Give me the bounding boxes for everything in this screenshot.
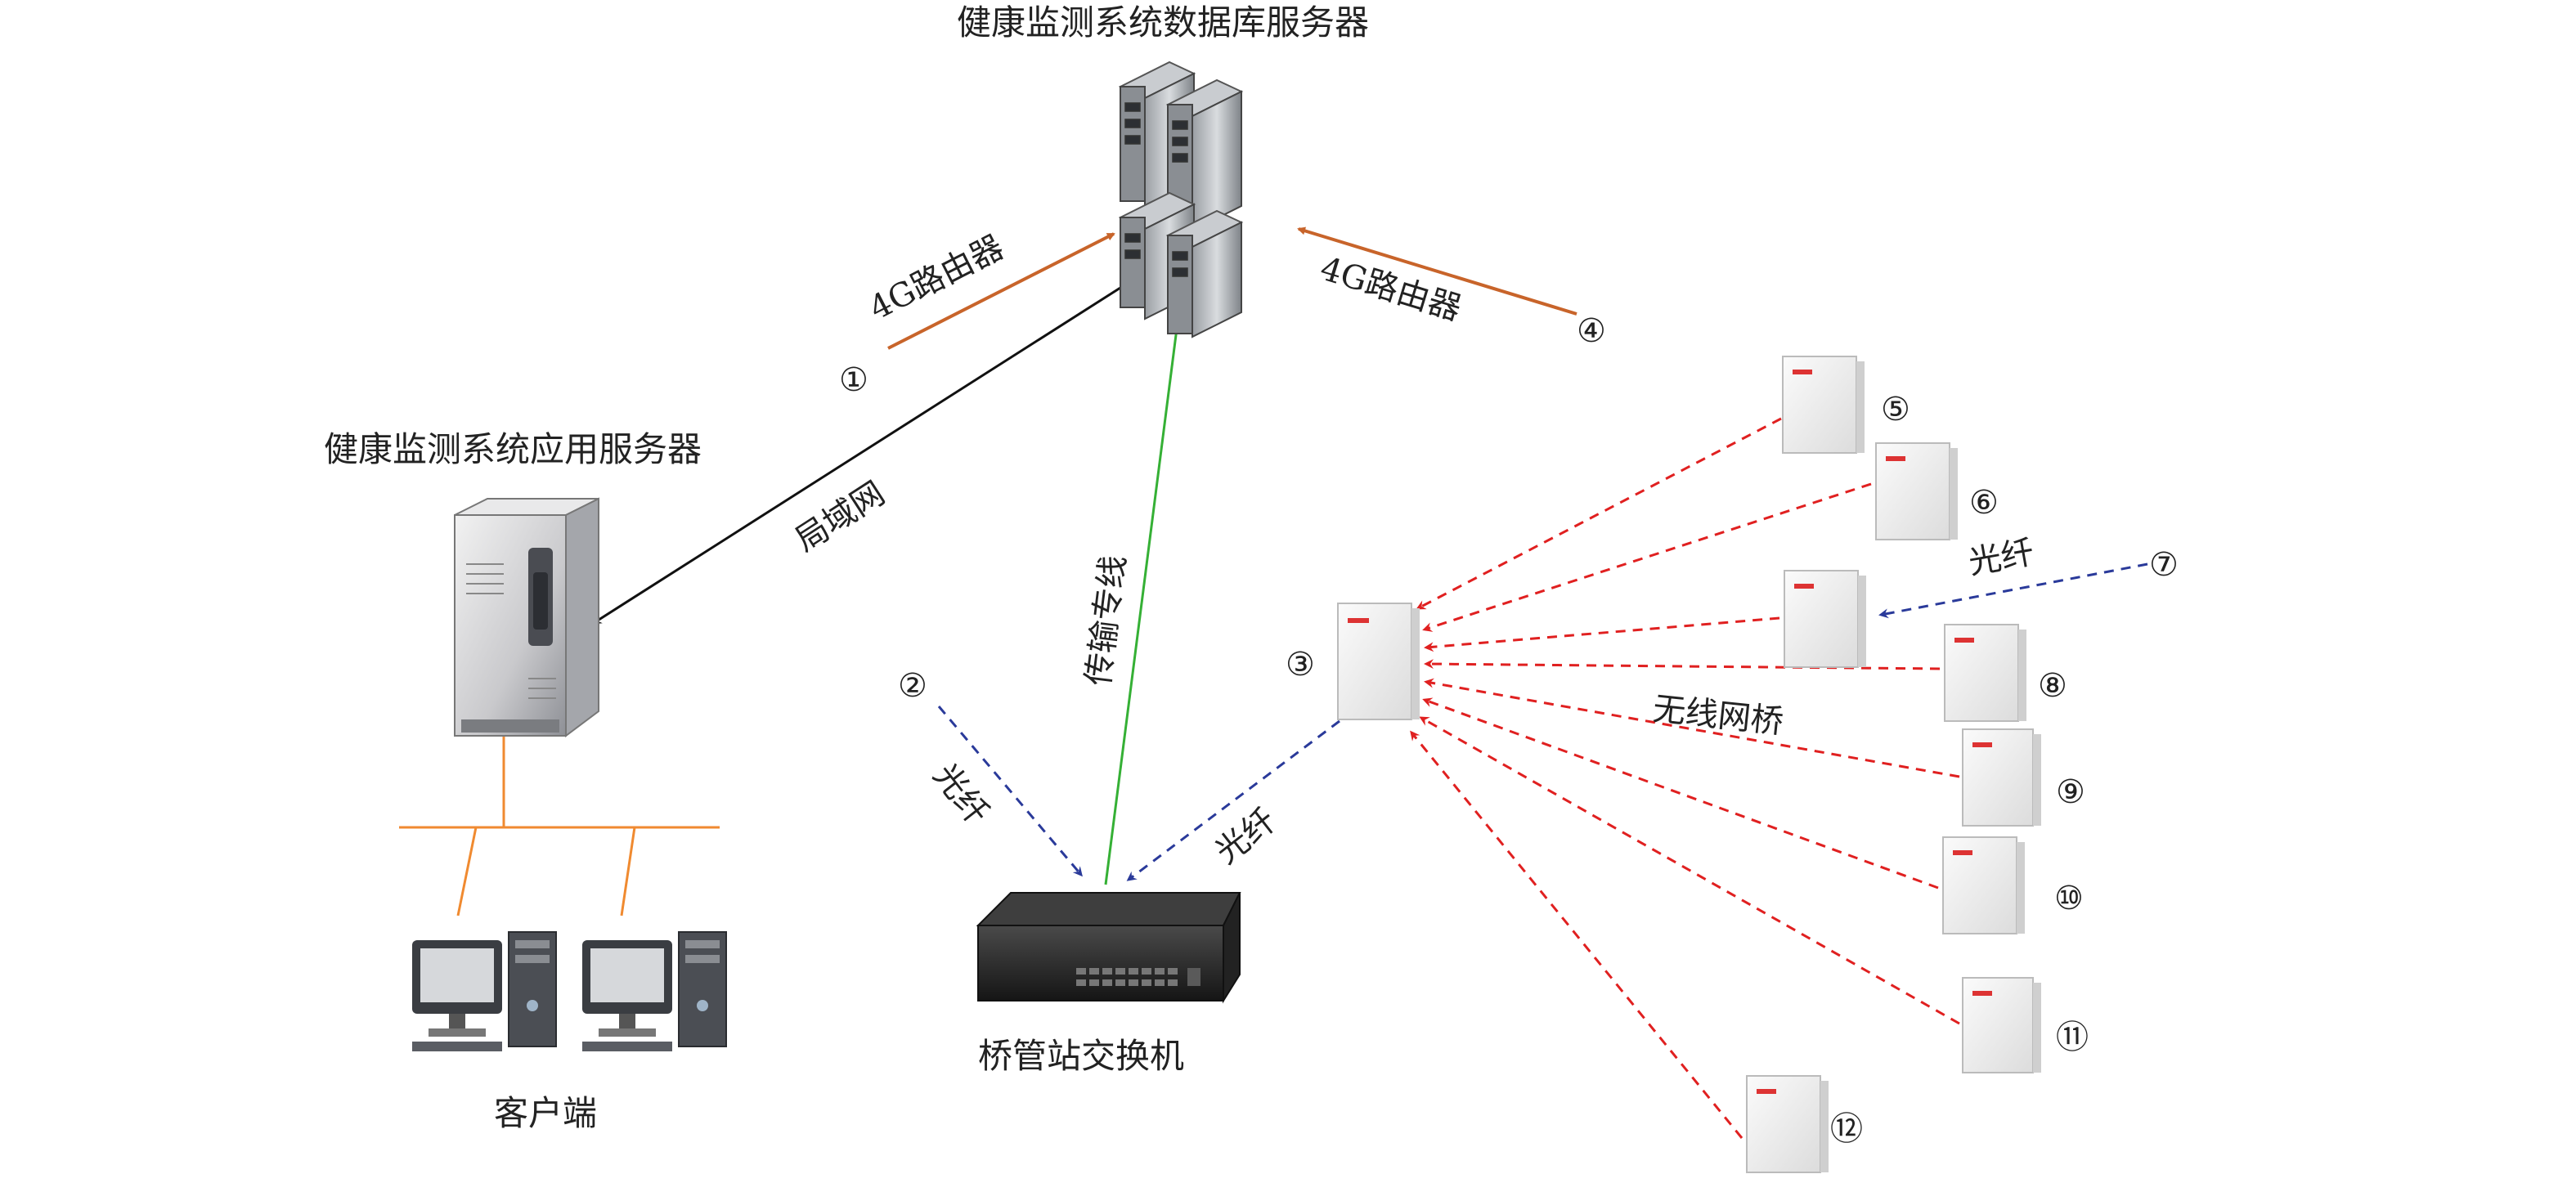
- fiber-label-2: 光纤: [926, 757, 996, 831]
- fiber-arrow-3: [1126, 719, 1340, 881]
- fiber-label-3: 光纤: [1209, 801, 1283, 872]
- wireless-link-11: [1419, 716, 1960, 1025]
- node-number-6: ⑥: [1969, 484, 1999, 522]
- client-pc-1: [412, 931, 557, 1051]
- bridge-box-6: [1875, 442, 1958, 540]
- wireless-link-mid: [1424, 616, 1780, 652]
- node-number-5: ⑤: [1881, 391, 1910, 428]
- db-server-label: 健康监测系统数据库服务器: [957, 2, 1369, 43]
- router-arrow-1: [887, 232, 1115, 350]
- wireless-link-9: [1424, 678, 1960, 778]
- wireless-link-6: [1422, 482, 1872, 632]
- db-server-icon: [1118, 60, 1244, 338]
- bridge-box-10: [1942, 836, 2025, 934]
- fiber-arrow-2: [937, 706, 1083, 877]
- lan-label: 局域网: [788, 474, 891, 559]
- wireless-link-10: [1422, 697, 1939, 889]
- app-server-label: 健康监测系统应用服务器: [324, 429, 702, 469]
- lan-arrow: [591, 275, 1139, 625]
- node-number-11: ⑪: [2056, 1019, 2089, 1056]
- node-number-10: ⑩: [2054, 880, 2084, 917]
- wireless-bridge-links: [1410, 417, 1960, 1139]
- router-arrow-4: [1297, 226, 1577, 316]
- connections: [399, 226, 2148, 1139]
- client-label: 客户端: [494, 1093, 597, 1133]
- node-number-2: ②: [898, 667, 927, 705]
- bridge-box-9: [1962, 728, 2041, 827]
- wireless-link-5: [1416, 417, 1782, 610]
- bridge-box-mid: [1784, 570, 1866, 668]
- bridge-box-12: [1746, 1075, 1829, 1173]
- node-numbers: ① ② ③ ④ ⑤ ⑥ ⑦ ⑧ ⑨ ⑩ ⑪ ⑫: [839, 312, 2179, 1148]
- router-label-left: 4G路由器: [864, 228, 1010, 328]
- bridge-box-3: [1337, 603, 1420, 720]
- node-number-7: ⑦: [2149, 546, 2179, 584]
- node-number-3: ③: [1286, 646, 1315, 683]
- node-number-8: ⑧: [2038, 667, 2067, 705]
- bridge-box-11: [1962, 977, 2041, 1073]
- wireless-link-12: [1410, 730, 1744, 1139]
- bridge-boxes: [1337, 356, 2041, 1173]
- router-label-right: 4G路由器: [1316, 250, 1465, 329]
- bridge-box-5: [1782, 356, 1865, 454]
- dedicated-line-arrow: [1104, 320, 1182, 885]
- client-pc-2: [582, 931, 727, 1051]
- wireless-bridge-label: 无线网桥: [1651, 690, 1785, 741]
- client-pc-icons: [412, 931, 727, 1051]
- lan-bus: [399, 736, 720, 916]
- fiber-label-7: 光纤: [1966, 534, 2037, 582]
- node-number-4: ④: [1577, 312, 1606, 350]
- app-server-icon: [454, 497, 599, 737]
- switch-icon: [976, 892, 1241, 1004]
- bridge-box-8: [1944, 624, 2026, 722]
- dedicated-line-label: 传输专线: [1079, 553, 1133, 688]
- fiber-arrow-7: [1878, 562, 2148, 619]
- node-number-9: ⑨: [2056, 773, 2085, 811]
- node-number-12: ⑫: [1830, 1110, 1863, 1148]
- node-number-1: ①: [839, 361, 868, 399]
- switch-label: 桥管站交换机: [978, 1036, 1184, 1076]
